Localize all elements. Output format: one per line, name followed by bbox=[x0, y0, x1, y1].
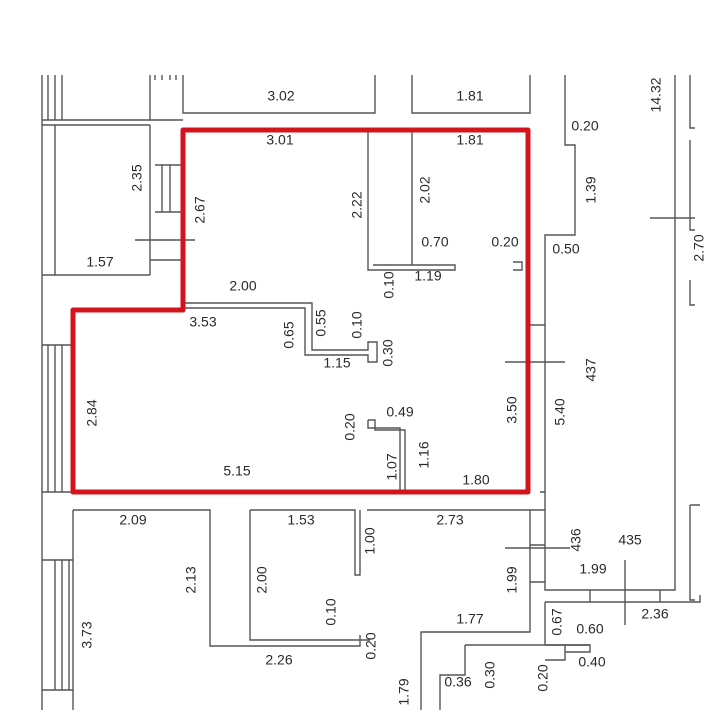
dimension-label: 5.40 bbox=[552, 398, 568, 425]
dimension-label: 0.10 bbox=[323, 598, 339, 625]
dimension-label: 1.53 bbox=[287, 512, 314, 528]
dimension-label: 1.00 bbox=[362, 527, 378, 554]
dimension-label: 1.15 bbox=[323, 355, 350, 371]
dimension-label: 0.36 bbox=[444, 674, 471, 690]
dimension-label: 1.99 bbox=[504, 566, 520, 593]
dimension-label: 0.40 bbox=[578, 654, 605, 670]
dimension-label: 2.35 bbox=[129, 164, 145, 191]
dimension-label: 1.57 bbox=[86, 254, 113, 270]
dimension-label: 1.19 bbox=[414, 268, 441, 284]
dimension-label: 1.77 bbox=[456, 611, 483, 627]
dimension-label: 0.20 bbox=[363, 632, 379, 659]
dimension-label: 2.26 bbox=[265, 652, 292, 668]
dimension-label: 0.67 bbox=[549, 608, 565, 635]
dimension-label: 0.20 bbox=[535, 664, 551, 691]
dimension-label: 3.50 bbox=[504, 396, 520, 423]
dimension-label: 1.80 bbox=[462, 472, 489, 488]
dimension-label: 5.15 bbox=[223, 463, 250, 479]
dimension-label: 0.10 bbox=[349, 311, 365, 338]
dimension-label: 0.20 bbox=[342, 413, 358, 440]
dimension-label: 1.07 bbox=[384, 453, 400, 480]
dimension-label: 2.84 bbox=[84, 399, 100, 426]
dimension-label: 0.65 bbox=[281, 321, 297, 348]
dimension-label: 2.73 bbox=[436, 512, 463, 528]
dimension-label: 0.20 bbox=[491, 234, 518, 250]
dimension-label: 0.20 bbox=[571, 118, 598, 134]
dimension-label: 435 bbox=[618, 532, 642, 548]
dimension-label: 1.81 bbox=[456, 88, 483, 104]
dimension-label: 436 bbox=[568, 528, 584, 552]
dimension-label: 1.16 bbox=[416, 441, 432, 468]
dimension-label: 2.00 bbox=[254, 566, 270, 593]
dimension-label: 3.01 bbox=[266, 132, 293, 148]
dimension-label: 437 bbox=[583, 358, 599, 382]
dimension-label: 2.67 bbox=[192, 196, 208, 223]
dimension-label: 14.32 bbox=[648, 77, 664, 112]
vertical-dimension-labels: 2.35 2.67 2.22 2.02 1.39 14.32 2.70 0.10… bbox=[79, 77, 707, 705]
dimension-label: 2.02 bbox=[417, 176, 433, 203]
dimension-label: 0.30 bbox=[482, 661, 498, 688]
dimension-label: 2.00 bbox=[229, 278, 256, 294]
dimension-label: 0.10 bbox=[381, 271, 397, 298]
dimension-label: 0.30 bbox=[380, 339, 396, 366]
dimension-label: 2.36 bbox=[641, 606, 668, 622]
dimension-label: 0.60 bbox=[576, 621, 603, 637]
dimension-label: 0.70 bbox=[421, 234, 448, 250]
horizontal-dimension-labels: 3.02 1.81 3.01 1.81 0.20 0.70 0.20 0.50 … bbox=[86, 88, 668, 690]
dimension-label: 2.09 bbox=[119, 512, 146, 528]
dimension-label: 1.99 bbox=[579, 561, 606, 577]
walls bbox=[41, 75, 701, 710]
dimension-label: 0.55 bbox=[313, 309, 329, 336]
dimension-label: 2.70 bbox=[691, 234, 707, 261]
dimension-label: 1.39 bbox=[583, 176, 599, 203]
dimension-label: 2.22 bbox=[349, 191, 365, 218]
dimension-label: 3.53 bbox=[189, 314, 216, 330]
dimension-label: 3.73 bbox=[79, 621, 95, 648]
dimension-label: 0.50 bbox=[552, 241, 579, 257]
dimension-label: 2.13 bbox=[183, 566, 199, 593]
highlighted-room-outline bbox=[70, 127, 531, 495]
dimension-label: 1.79 bbox=[396, 678, 412, 705]
dimension-label: 0.49 bbox=[386, 404, 413, 420]
dimension-label: 3.02 bbox=[267, 88, 294, 104]
dimension-label: 1.81 bbox=[456, 132, 483, 148]
